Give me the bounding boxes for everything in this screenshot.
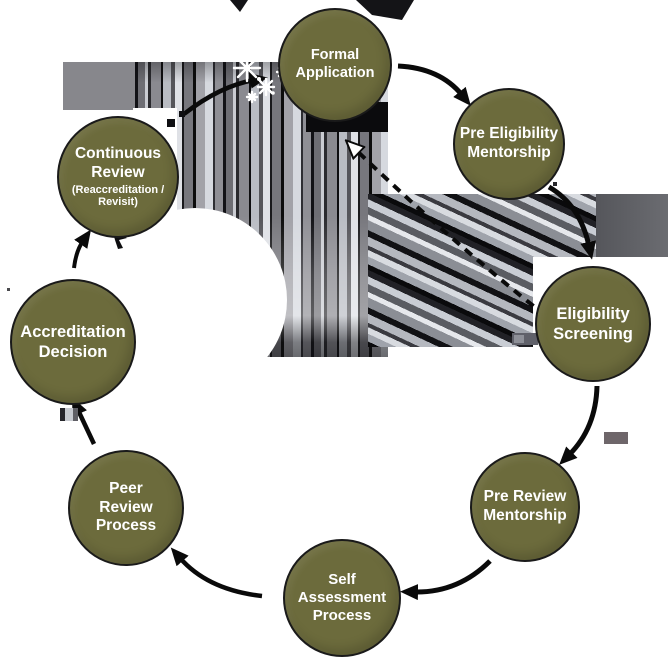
glitch-artifacts <box>7 0 628 444</box>
node-pre-review-mentorship: Pre Review Mentorship <box>470 452 580 562</box>
node-pre-eligibility-mentorship-label: Pre Eligibility Mentorship <box>459 125 559 161</box>
glitch-white-cut-circle <box>103 208 287 392</box>
node-eligibility-screening-label: Eligibility Screening <box>553 304 633 343</box>
arrow-self-assessment-process-to-peer-review-process <box>170 547 263 599</box>
glitch-mini-block <box>65 408 73 421</box>
node-continuous-review: Continuous Review (Reaccreditation / Rev… <box>57 116 179 238</box>
node-formal-application-label: Formal Application <box>295 47 375 81</box>
node-accreditation-decision: Accreditation Decision <box>10 279 136 405</box>
glitch-speck <box>7 288 10 291</box>
sparkle-icon <box>245 90 259 104</box>
arrow-continuous-review-to-formal-application <box>182 72 268 116</box>
node-continuous-review-label: Continuous Review <box>74 145 162 182</box>
node-accreditation-decision-label: Accreditation Decision <box>20 322 126 361</box>
sparkle-icon <box>232 53 262 83</box>
node-pre-eligibility-mentorship: Pre Eligibility Mentorship <box>453 88 565 200</box>
node-continuous-review-sublabel: (Reaccreditation / Revisit) <box>71 184 165 209</box>
sparkle-icon <box>256 77 276 97</box>
node-self-assessment-process: Self Assessment Process <box>283 539 401 657</box>
arrow-formal-application-to-pre-eligibility-mentorship <box>397 63 471 106</box>
glitch-solid-gray-block-right <box>596 194 668 258</box>
glitch-speck <box>167 119 175 127</box>
glitch-speck <box>553 182 557 186</box>
arrow-pre-review-mentorship-to-self-assessment-process <box>400 559 492 601</box>
glitch-mini-block <box>604 432 628 444</box>
node-pre-review-mentorship-label: Pre Review Mentorship <box>483 488 567 524</box>
glitch-mini-block <box>60 408 65 421</box>
arrow-peer-review-process-to-accreditation-decision <box>72 397 97 445</box>
sparkle-icon <box>271 91 275 95</box>
node-peer-review-process: Peer Review Process <box>68 450 184 566</box>
node-peer-review-process-label: Peer Review Process <box>95 479 157 535</box>
arrow-eligibility-screening-to-pre-review-mentorship <box>559 385 600 465</box>
glitch-wedge <box>230 0 248 12</box>
arrow-accreditation-decision-to-continuous-review <box>72 229 92 269</box>
node-self-assessment-process-label: Self Assessment Process <box>297 570 387 625</box>
node-formal-application: Formal Application <box>278 8 392 122</box>
glitch-mini-block <box>73 408 78 421</box>
glitch-solid-gray-block <box>63 62 137 110</box>
arrow-pre-eligibility-mentorship-to-eligibility-screening <box>547 184 596 260</box>
sparkle-icon <box>257 77 261 81</box>
glitch-mini-block <box>514 335 524 343</box>
node-eligibility-screening: Eligibility Screening <box>535 266 651 382</box>
glitch-speck <box>179 111 185 117</box>
glitch-wedge <box>356 0 414 20</box>
